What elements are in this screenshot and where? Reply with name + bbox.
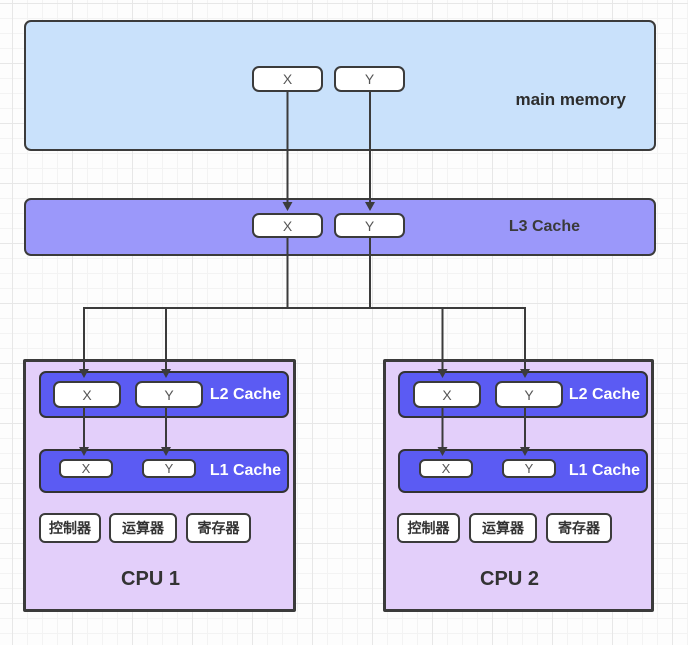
unit-label: 控制器 bbox=[49, 520, 91, 536]
cpu1-alu-unit: 运算器 bbox=[109, 513, 177, 543]
slot-label: X bbox=[82, 386, 92, 403]
cpu1-l1-cache-bar: X Y L1 Cache bbox=[39, 449, 289, 493]
slot-label: Y bbox=[164, 461, 174, 476]
cpu1-l1-slot-y: Y bbox=[142, 459, 196, 478]
unit-label: 控制器 bbox=[407, 520, 450, 536]
unit-label: 运算器 bbox=[482, 520, 524, 536]
cpu1-l2-cache-label: L2 Cache bbox=[209, 385, 281, 403]
cpu2-alu-unit: 运算器 bbox=[469, 513, 537, 543]
cpu1-l1-cache-label: L1 Cache bbox=[209, 462, 281, 479]
cpu2-l1-slot-y: Y bbox=[502, 459, 556, 478]
slot-label: X bbox=[81, 461, 91, 476]
cpu1-l2-slot-y: Y bbox=[135, 381, 203, 408]
cpu2-l1-slot-x: X bbox=[419, 459, 473, 478]
cpu2-l2-slot-y: Y bbox=[495, 381, 563, 408]
cpu1-l2-cache-bar: X Y L2 Cache bbox=[39, 371, 289, 418]
cpu2-l2-cache-bar: X Y L2 Cache bbox=[398, 371, 648, 418]
cpu2-l2-cache-label: L2 Cache bbox=[568, 385, 640, 403]
cpu2-box: X Y L2 Cache X Y L1 Cache 控制器 运算器 寄存器 CP… bbox=[383, 359, 654, 612]
cpu2-l1-cache-label: L1 Cache bbox=[568, 462, 640, 479]
cpu1-controller-unit: 控制器 bbox=[39, 513, 101, 543]
unit-label: 运算器 bbox=[122, 520, 164, 536]
slot-label: Y bbox=[164, 386, 174, 403]
l3-cache-label: L3 Cache bbox=[508, 218, 580, 235]
cpu2-label: CPU 2 bbox=[480, 568, 539, 590]
cpu1-label: CPU 1 bbox=[121, 568, 180, 590]
cpu2-l2-slot-x: X bbox=[413, 381, 481, 408]
slot-label: Y bbox=[524, 461, 534, 476]
l3-slot-x: X bbox=[252, 213, 323, 238]
unit-label: 寄存器 bbox=[197, 520, 240, 536]
slot-label: Y bbox=[364, 217, 375, 234]
unit-label: 寄存器 bbox=[558, 520, 600, 536]
l3-cache-box: X Y L3 Cache bbox=[24, 198, 656, 256]
cpu2-register-unit: 寄存器 bbox=[546, 513, 612, 543]
main-memory-slot-y: Y bbox=[334, 66, 405, 92]
slot-label: X bbox=[282, 217, 293, 234]
cpu2-controller-unit: 控制器 bbox=[397, 513, 460, 543]
l3-slot-y: Y bbox=[334, 213, 405, 238]
cpu2-l1-cache-bar: X Y L1 Cache bbox=[398, 449, 648, 493]
cpu1-box: X Y L2 Cache X Y L1 Cache 控制器 运算器 寄存器 CP… bbox=[23, 359, 296, 612]
main-memory-label: main memory bbox=[515, 90, 626, 109]
slot-label: Y bbox=[524, 386, 534, 403]
slot-label: X bbox=[442, 386, 452, 403]
cpu1-l1-slot-x: X bbox=[59, 459, 113, 478]
main-memory-slot-x: X bbox=[252, 66, 323, 92]
slot-label: X bbox=[441, 461, 451, 476]
cpu1-register-unit: 寄存器 bbox=[186, 513, 251, 543]
cpu1-l2-slot-x: X bbox=[53, 381, 121, 408]
main-memory-box: X Y main memory bbox=[24, 20, 656, 151]
slot-label: Y bbox=[364, 71, 375, 87]
slot-label: X bbox=[282, 71, 293, 87]
